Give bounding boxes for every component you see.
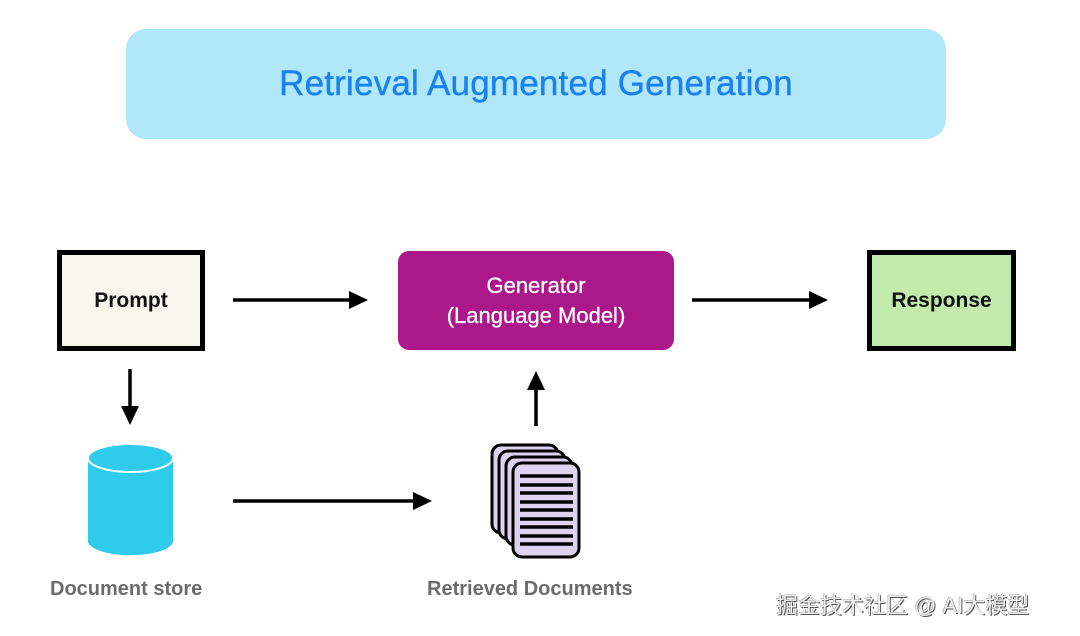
arrow-store-to-retrieved [233,492,432,510]
generator-label: Generator [486,272,586,298]
title-banner: Retrieval Augmented Generation [126,29,946,139]
prompt-label: Prompt [94,288,168,312]
response-label: Response [891,288,992,312]
database-cylinder-icon [87,443,174,556]
document-store-label: Document store [50,578,203,600]
retrieved-documents-label: Retrieved Documents [427,578,633,600]
generator-node: Generator (Language Model) [398,251,674,350]
arrow-prompt-to-generator [233,291,368,309]
arrow-generator-to-response [692,291,828,309]
diagram-title: Retrieval Augmented Generation [279,64,793,103]
watermark: 掘金技术社区 @ AI大模型 [776,593,1030,618]
arrow-prompt-to-document-store [121,369,139,425]
generator-sublabel: (Language Model) [446,302,626,328]
prompt-node: Prompt [57,250,205,351]
response-node: Response [867,250,1016,351]
arrow-retrieved-to-generator [527,371,545,426]
document-stack-icon [490,443,581,559]
